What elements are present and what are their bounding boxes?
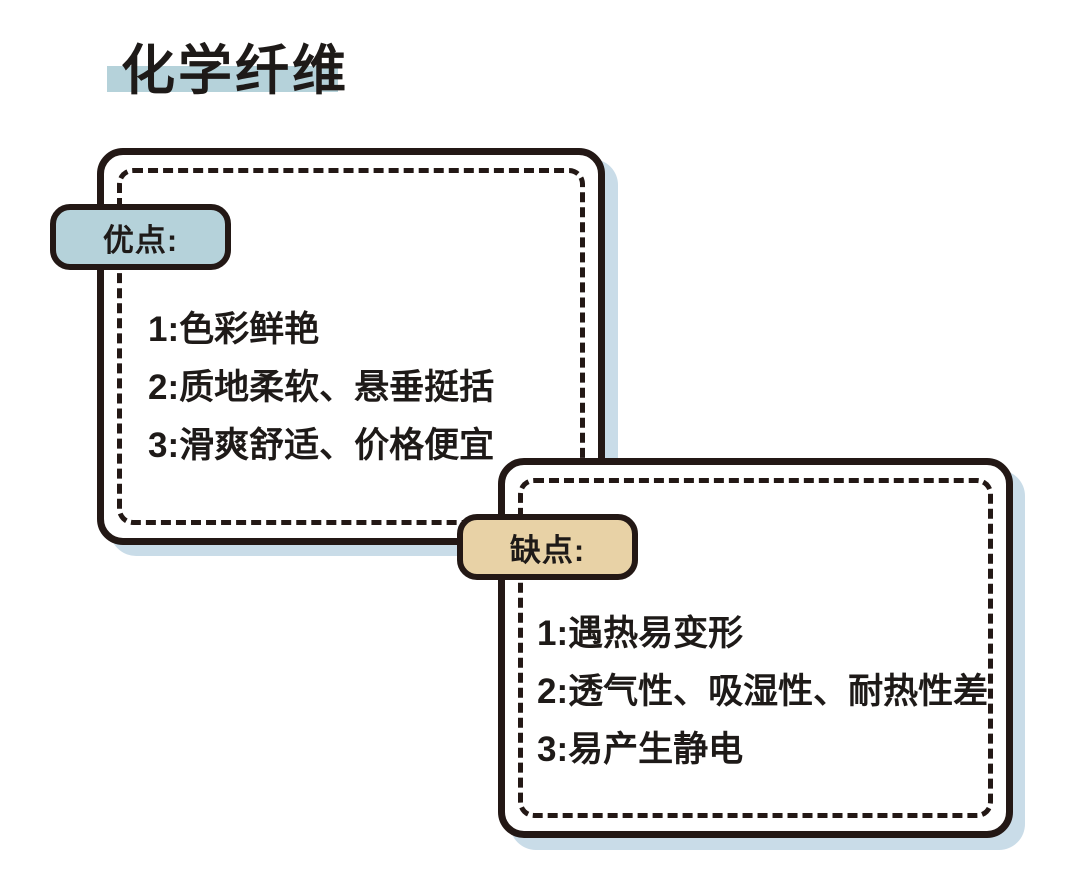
advantages-badge: 优点: <box>50 204 231 270</box>
list-item: 1:色彩鲜艳 <box>148 310 320 349</box>
list-item: 3:易产生静电 <box>537 730 744 769</box>
list-item: 3:滑爽舒适、价格便宜 <box>148 426 495 465</box>
page-title: 化学纤维 <box>121 41 349 101</box>
title-highlight-bar <box>107 66 338 92</box>
list-item: 1:遇热易变形 <box>537 614 744 653</box>
disadvantages-badge: 缺点: <box>457 514 638 580</box>
list-item: 2:质地柔软、悬垂挺括 <box>148 368 495 407</box>
advantages-list: 1:色彩鲜艳 2:质地柔软、悬垂挺括 3:滑爽舒适、价格便宜 <box>148 301 494 475</box>
disadvantages-list: 1:遇热易变形 2:透气性、吸湿性、耐热性差 3:易产生静电 <box>537 605 988 779</box>
list-item: 2:透气性、吸湿性、耐热性差 <box>537 672 989 711</box>
